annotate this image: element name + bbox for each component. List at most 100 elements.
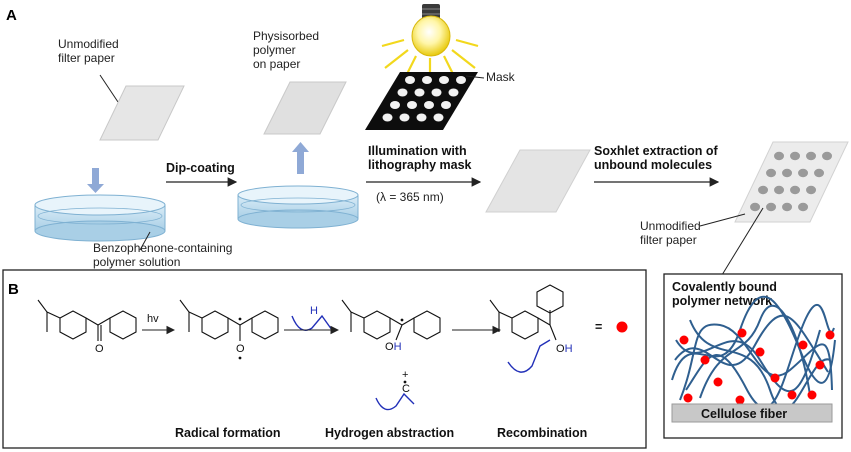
polymer-network (671, 295, 836, 411)
mask-hole (397, 88, 408, 97)
carbon-radical-chain (375, 392, 415, 411)
oh-label-2: OH (556, 343, 573, 355)
dip-coating-label: Dip-coating (166, 161, 235, 175)
polymer-spot (822, 151, 833, 161)
mask-hole (431, 88, 442, 97)
filter-paper-3 (485, 149, 591, 213)
crosslink-node (815, 360, 825, 370)
mask-hole (390, 101, 400, 109)
polymer-spot (750, 202, 761, 212)
polymer-spot (774, 151, 785, 161)
zoom-pointer (721, 207, 764, 276)
polymer-spot (790, 151, 801, 161)
crosslink-node (807, 390, 817, 400)
oxygen-2: O (236, 343, 245, 355)
crosslink-node (798, 340, 808, 350)
polymer-strand (675, 329, 821, 393)
unmodified-paper-2-pointer (699, 213, 746, 227)
radical-dot-4 (403, 380, 407, 384)
unmodified-paper-pointer (99, 74, 119, 103)
panel-b-frame (2, 269, 647, 449)
mask-hole (424, 101, 434, 109)
crosslinked-product (489, 284, 564, 341)
cellulose-fiber-label: Cellulose fiber (701, 407, 787, 421)
crosslink-node (755, 347, 765, 357)
mask-hole (399, 113, 410, 122)
mask-hole (456, 76, 466, 84)
radical-dot-3 (400, 318, 404, 322)
radical-dot-2 (238, 356, 242, 360)
crosslink-node (679, 335, 689, 345)
plus-sign: + (402, 369, 408, 381)
patterned-paper (734, 141, 849, 223)
polymer-spot (766, 168, 777, 178)
polymer-strand (674, 314, 829, 373)
lift-up-arrow-head (292, 142, 309, 152)
lithography-mask (365, 72, 478, 130)
mask-hole (414, 88, 425, 97)
polymer-chain-with-h (291, 314, 333, 331)
polymer-spot (798, 168, 809, 178)
polymer-spot (782, 168, 793, 178)
mask-hole (439, 76, 449, 84)
crosslink-points (679, 328, 835, 405)
equals-sign: = (595, 320, 602, 334)
crosslink-node (787, 390, 797, 400)
mask-hole (441, 101, 451, 109)
polymer-spot (766, 202, 777, 212)
petri-dish-2 (237, 185, 359, 229)
panel-b-label: B (8, 281, 19, 298)
crosslink-node (737, 328, 747, 338)
cellulose-fiber (671, 403, 833, 423)
ketyl-radical (341, 299, 441, 341)
mask-hole (407, 101, 417, 109)
recombination-label: Recombination (497, 426, 587, 440)
polymer-spot (806, 151, 817, 161)
polymer-strand (679, 323, 833, 401)
oxygen-1: O (95, 343, 104, 355)
mask-pointer (465, 75, 485, 79)
hydrogen-label: H (310, 305, 318, 317)
crosslink-symbol (616, 321, 628, 333)
mask-hole (448, 88, 459, 97)
dip-down-arrow-shaft (92, 168, 99, 184)
mask-hole (405, 76, 415, 84)
filter-paper-2 (263, 81, 347, 135)
mask-hole (422, 76, 432, 84)
polymer-spot (790, 185, 801, 195)
bound-chain (507, 339, 551, 373)
oh-label-1: OH (385, 341, 402, 353)
polymer-strand (685, 303, 835, 409)
carbon-label: C (402, 383, 410, 395)
mask-label: Mask (486, 70, 516, 84)
hv-label: hv (147, 313, 159, 325)
crosslink-node (770, 373, 780, 383)
light-bulb-icon (381, 4, 479, 82)
polymer-spot (806, 185, 817, 195)
filter-paper-1 (99, 85, 185, 141)
polymer-spot (758, 185, 769, 195)
mask-holes (382, 76, 466, 122)
crosslink-node (683, 393, 693, 403)
crosslink-node (700, 355, 710, 365)
crosslink-node (825, 330, 835, 340)
excited-benzophenone (179, 299, 279, 341)
mask-hole (416, 113, 427, 122)
crosslink-node (713, 377, 723, 387)
polymer-spot (814, 168, 825, 178)
solution-pointer (139, 231, 151, 251)
crosslink-node (735, 395, 745, 405)
polymer-spot (782, 202, 793, 212)
polymer-spot (774, 185, 785, 195)
mask-hole (433, 113, 444, 122)
radical-dot-1 (238, 317, 242, 321)
polymer-strand (689, 319, 831, 411)
wavelength-label: (λ = 365 nm) (376, 190, 444, 204)
